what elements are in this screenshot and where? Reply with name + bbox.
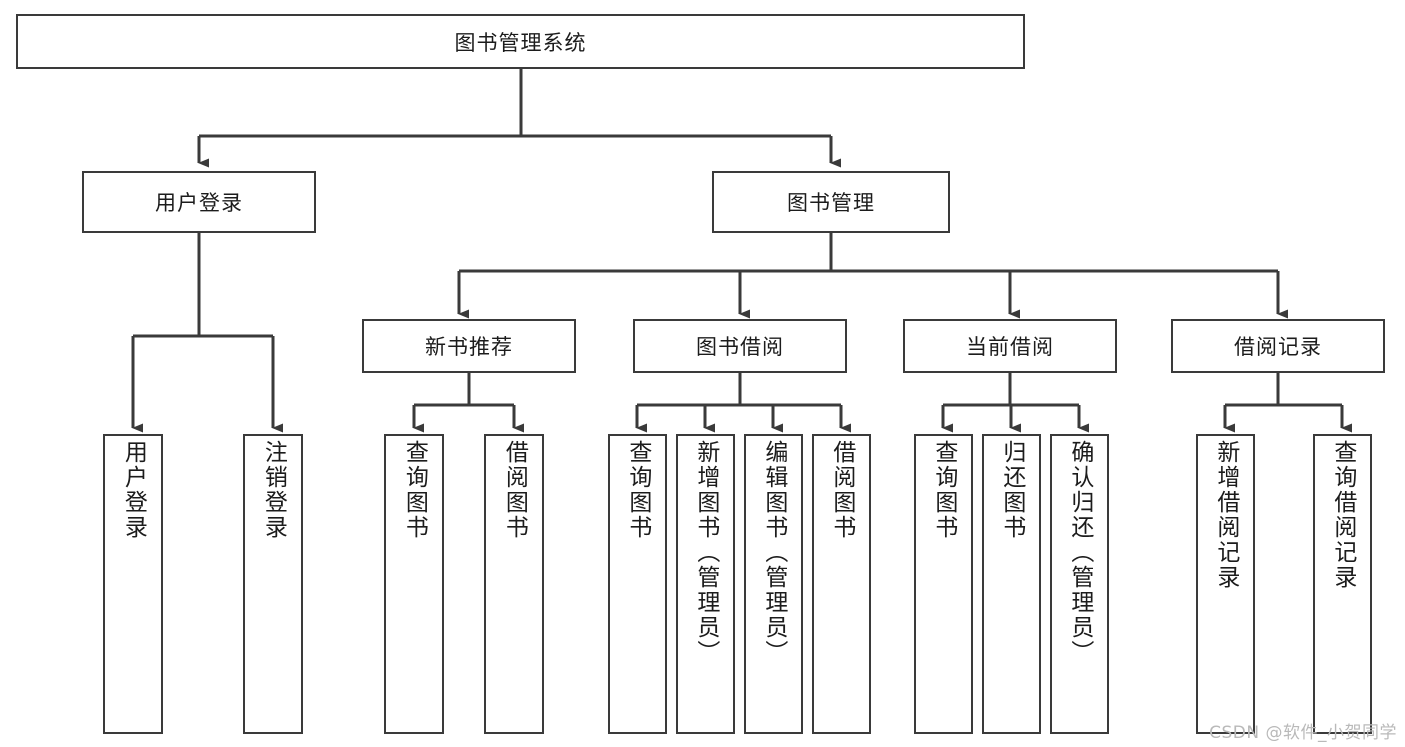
node-book-management[interactable]: 图书管理 <box>712 171 950 233</box>
node-label: 新书推荐 <box>425 335 513 359</box>
node-book-borrow[interactable]: 图书借阅 <box>633 319 847 373</box>
node-label: 图书管理 <box>787 191 875 215</box>
node-label: 借阅图书 <box>828 440 855 540</box>
node-root-system[interactable]: 图书管理系统 <box>16 14 1025 69</box>
node-label: 图书借阅 <box>696 335 784 359</box>
node-label: 确认归还（管理员） <box>1066 440 1093 665</box>
leaf-logout[interactable]: 注销登录 <box>243 434 303 734</box>
leaf-add-book-admin[interactable]: 新增图书（管理员） <box>676 434 735 734</box>
node-label: 用户登录 <box>120 440 147 540</box>
node-label: 新增借阅记录 <box>1212 440 1239 590</box>
leaf-edit-book-admin[interactable]: 编辑图书（管理员） <box>744 434 803 734</box>
node-label: 借阅图书 <box>501 440 528 540</box>
node-label: 借阅记录 <box>1234 335 1322 359</box>
node-new-book-recommend[interactable]: 新书推荐 <box>362 319 576 373</box>
node-label: 查询图书 <box>624 440 651 540</box>
leaf-borrow-book[interactable]: 借阅图书 <box>812 434 871 734</box>
node-label: 归还图书 <box>998 440 1025 540</box>
watermark-text: CSDN @软件_小贺同学 <box>1209 723 1397 743</box>
leaf-query-book-borrow[interactable]: 查询图书 <box>608 434 667 734</box>
leaf-return-book[interactable]: 归还图书 <box>982 434 1041 734</box>
leaf-query-borrow-record[interactable]: 查询借阅记录 <box>1313 434 1372 734</box>
leaf-borrow-book-recommend[interactable]: 借阅图书 <box>484 434 544 734</box>
node-label: 新增图书（管理员） <box>692 440 719 665</box>
node-user-login[interactable]: 用户登录 <box>82 171 316 233</box>
leaf-user-login[interactable]: 用户登录 <box>103 434 163 734</box>
node-label: 编辑图书（管理员） <box>760 440 787 665</box>
node-label: 查询借阅记录 <box>1329 440 1356 590</box>
node-label: 查询图书 <box>930 440 957 540</box>
node-label: 查询图书 <box>401 440 428 540</box>
node-label: 图书管理系统 <box>454 30 587 55</box>
node-label: 当前借阅 <box>966 335 1054 359</box>
node-borrow-record[interactable]: 借阅记录 <box>1171 319 1385 373</box>
node-label: 用户登录 <box>155 191 243 215</box>
leaf-query-book-recommend[interactable]: 查询图书 <box>384 434 444 734</box>
node-current-borrow[interactable]: 当前借阅 <box>903 319 1117 373</box>
leaf-add-borrow-record[interactable]: 新增借阅记录 <box>1196 434 1255 734</box>
node-label: 注销登录 <box>260 440 287 540</box>
leaf-confirm-return-admin[interactable]: 确认归还（管理员） <box>1050 434 1109 734</box>
leaf-query-book-current[interactable]: 查询图书 <box>914 434 973 734</box>
